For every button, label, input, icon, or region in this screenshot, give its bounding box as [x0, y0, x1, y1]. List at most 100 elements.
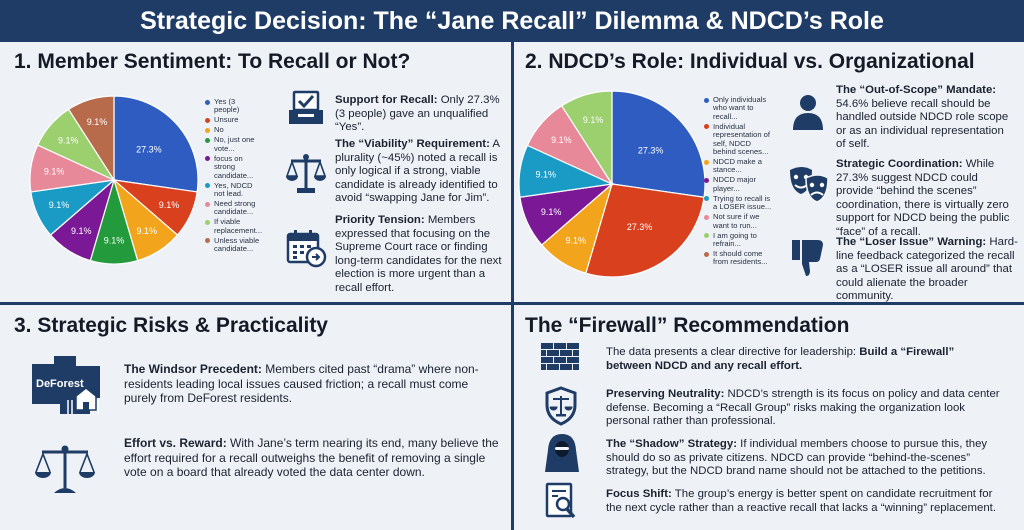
panel4-heading: The “Firewall” Recommendation	[525, 314, 850, 337]
sentiment-legend-label-8: Unless viable candidate...	[214, 235, 260, 254]
sentiment-slice-label-6: 9.1%	[44, 166, 65, 176]
effort-vs-reward-text: Effort vs. Reward: With Jane’s term near…	[124, 436, 499, 479]
page-title: Strategic Decision: The “Jane Recall” Di…	[0, 0, 1024, 42]
sentiment-legend-swatch-6	[205, 201, 210, 207]
role-legend-label-3: NDCD major player...	[713, 175, 757, 193]
sentiment-slice-label-7: 9.1%	[58, 135, 79, 145]
sentiment-slice-8	[67, 95, 115, 183]
panel1-heading: 1. Member Sentiment: To Recall or Not?	[14, 50, 411, 73]
role-slice-label-0: 27.3%	[638, 146, 664, 156]
sentiment-legend-label-2: No	[214, 125, 224, 135]
role-slice-0	[611, 90, 706, 198]
shield-scales-icon	[544, 386, 578, 431]
sentiment-legend-item-8: Unless viable candidate...	[205, 235, 281, 254]
sentiment-legend-swatch-1	[205, 118, 210, 123]
role-slice-1	[585, 183, 705, 278]
sentiment-slice-label-2: 9.1%	[136, 226, 157, 236]
sentiment-legend-swatch-4	[205, 156, 210, 162]
viability-requirement-text: The “Viability” Requirement: A plurality…	[335, 138, 500, 205]
vertical-divider	[511, 42, 514, 530]
map-house-icon: DeForest	[28, 354, 104, 423]
hooded-figure-icon	[544, 432, 580, 479]
role-slice-label-2: 9.1%	[566, 235, 587, 245]
sentiment-legend-swatch-2	[205, 128, 210, 133]
sentiment-slice-label-0: 27.3%	[136, 145, 162, 155]
person-icon	[790, 92, 826, 137]
preserving-neutrality-text: Preserving Neutrality: NDCD’s strength i…	[606, 388, 1000, 428]
sentiment-legend-label-4: focus on strong candidate...	[214, 153, 254, 180]
theater-masks-icon	[786, 164, 830, 211]
sentiment-legend-label-5: Yes, NDCD not lead.	[214, 180, 253, 199]
focus-shift-text: Focus Shift: The group’s energy is bette…	[606, 488, 997, 514]
balance-scale-icon	[34, 442, 96, 501]
role-legend-swatch-3	[704, 178, 709, 184]
panel3-heading: 3. Strategic Risks & Practicality	[14, 314, 328, 337]
role-legend-swatch-2	[704, 159, 709, 165]
sentiment-legend-swatch-8	[205, 238, 210, 244]
sentiment-legend-item-2: No	[205, 125, 281, 135]
sentiment-legend-label-0: Yes (3 people)	[214, 97, 240, 115]
sentiment-legend-item-6: Need strong candidate...	[205, 199, 281, 217]
sentiment-legend-item-7: If viable replacement...	[205, 218, 281, 235]
brick-wall-icon	[540, 342, 580, 377]
document-search-icon	[544, 482, 580, 527]
role-slice-label-4: 9.1%	[535, 169, 556, 179]
role-legend-swatch-5	[704, 214, 709, 220]
sentiment-slice-label-4: 9.1%	[71, 226, 92, 236]
role-legend-swatch-0	[704, 97, 709, 103]
role-legend-item-6: I am going to refrain...	[704, 230, 786, 249]
sentiment-slice-label-8: 9.1%	[87, 117, 108, 127]
role-slice-label-3: 9.1%	[541, 207, 562, 217]
priority-tension-text: Priority Tension: Members expressed that…	[335, 214, 502, 294]
loser-issue-warning-text: The “Loser Issue” Warning: Hard-line fee…	[836, 236, 1018, 303]
panel2-heading: 2. NDCD’s Role: Individual vs. Organizat…	[525, 50, 975, 73]
pie-chart-ndcd-role: 27.3% 27.3% 9.1% 9.1% 9.1% 9.1% 9.1%	[518, 90, 706, 278]
sentiment-slice-label-1: 9.1%	[159, 200, 180, 210]
role-slice-label-1: 27.3%	[627, 222, 653, 232]
sentiment-legend-item-1: Unsure	[205, 115, 281, 124]
role-legend-label-1: Individual representation of self, NDCD …	[713, 121, 770, 157]
sentiment-legend-label-3: No, just one vote...	[214, 135, 255, 153]
role-legend-item-5: Not sure if we want to run...	[704, 213, 786, 230]
role-legend-item-7: It should come from residents...	[704, 249, 786, 267]
scales-icon	[285, 152, 327, 201]
role-legend-item-4: Trying to recall is a LOSER issue...	[704, 193, 786, 212]
sentiment-legend-label-7: If viable replacement...	[214, 217, 263, 235]
ballot-box-icon	[286, 88, 326, 133]
sentiment-legend-swatch-5	[205, 183, 210, 189]
support-for-recall-text: Support for Recall: Only 27.3% (3 people…	[335, 94, 500, 134]
role-slice-label-6: 9.1%	[583, 115, 604, 125]
sentiment-slice-0	[113, 95, 199, 193]
horizontal-divider	[0, 302, 1024, 305]
role-legend-label-4: Trying to recall is a LOSER issue...	[713, 193, 772, 212]
strategic-coordination-text: Strategic Coordination: While 27.3% sugg…	[836, 158, 1010, 238]
sentiment-legend-item-0: Yes (3 people)	[205, 97, 281, 115]
sentiment-legend-item-5: Yes, NDCD not lead.	[205, 180, 281, 199]
role-slice-6	[560, 90, 613, 187]
role-legend-label-7: It should come from residents...	[713, 249, 768, 267]
sentiment-legend-swatch-3	[205, 138, 210, 143]
role-legend-item-0: Only individuals who want to recall...	[704, 95, 786, 121]
out-of-scope-mandate-text: The “Out-of-Scope” Mandate: 54.6% believ…	[836, 84, 1009, 151]
role-legend-label-2: NDCD make a stance...	[713, 157, 762, 175]
calendar-icon	[285, 228, 327, 273]
thumbs-down-icon	[790, 238, 828, 283]
firewall-directive-text: The data presents a clear directive for …	[606, 346, 955, 372]
windsor-precedent-text: The Windsor Precedent: Members cited pas…	[124, 362, 479, 405]
sentiment-legend-swatch-0	[205, 99, 210, 105]
shadow-strategy-text: The “Shadow” Strategy: If individual mem…	[606, 438, 988, 478]
sentiment-legend-item-4: focus on strong candidate...	[205, 153, 281, 180]
role-slice-label-5: 9.1%	[551, 135, 572, 145]
sentiment-slice-label-3: 9.1%	[104, 235, 125, 245]
role-legend-label-0: Only individuals who want to recall...	[713, 95, 767, 121]
role-legend-item-1: Individual representation of self, NDCD …	[704, 121, 786, 157]
role-legend-item-2: NDCD make a stance...	[704, 157, 786, 175]
role-legend-swatch-6	[704, 233, 709, 239]
sentiment-legend-label-6: Need strong candidate...	[214, 199, 256, 217]
pie-legend-ndcd-role: Only individuals who want to recall...In…	[704, 95, 786, 268]
sentiment-legend-item-3: No, just one vote...	[205, 136, 281, 153]
role-legend-item-3: NDCD major player...	[704, 176, 786, 193]
role-legend-swatch-7	[704, 251, 709, 257]
role-legend-label-6: I am going to refrain...	[713, 230, 757, 249]
role-legend-label-5: Not sure if we want to run...	[713, 212, 760, 230]
